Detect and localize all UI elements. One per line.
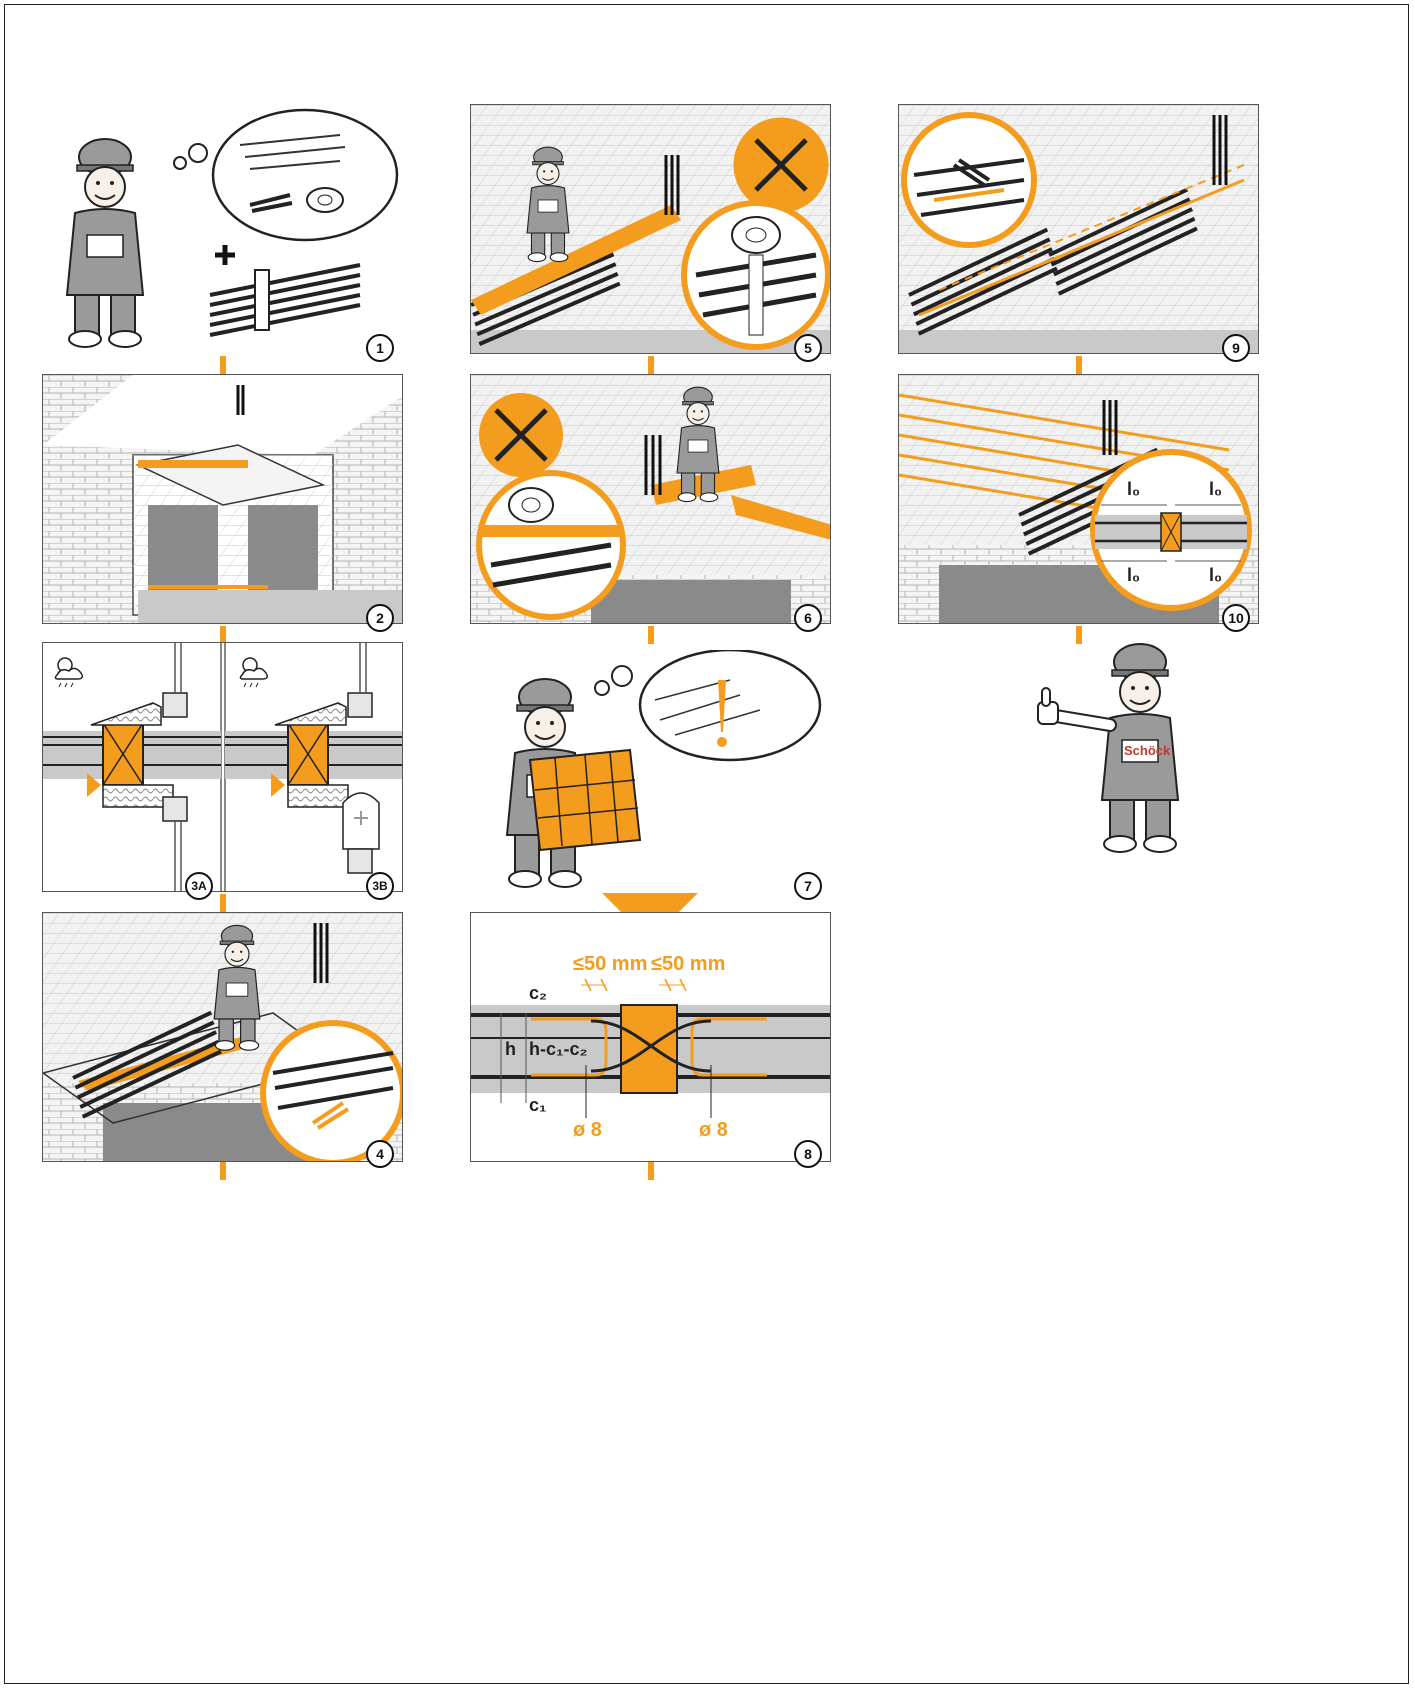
step7-illustration <box>490 650 835 895</box>
step-badge-8: 8 <box>794 1140 822 1168</box>
connector <box>1076 356 1082 374</box>
step-badge-10: 10 <box>1222 604 1250 632</box>
tape-icon <box>307 188 343 212</box>
connector <box>648 626 654 644</box>
step-badge-4: 4 <box>366 1140 394 1168</box>
cover-c2-label: c₂ <box>529 983 547 1004</box>
step-badge-1: 1 <box>366 334 394 362</box>
connector <box>220 356 226 374</box>
isokorb-strip <box>138 460 248 468</box>
step9-panel <box>898 104 1259 354</box>
step2-panel <box>42 374 403 624</box>
diameter-label-left: ø 8 <box>573 1119 602 1142</box>
l0-label-bottom-right: l₀ <box>1209 565 1222 586</box>
thought-bubble <box>213 110 397 240</box>
gap-label-left: ≤50 mm <box>573 953 647 976</box>
step-badge-3b: 3B <box>366 872 394 900</box>
tape-icon <box>732 217 780 253</box>
l0-label-top-right: l₀ <box>1209 479 1222 500</box>
inner-height-label: h-c₁-c₂ <box>529 1039 587 1060</box>
weather-icon <box>55 658 82 687</box>
step3-panel <box>42 642 403 892</box>
connector <box>220 1162 226 1180</box>
height-label: h <box>505 1039 516 1060</box>
l0-label-bottom-left: l₀ <box>1127 565 1140 586</box>
step-badge-5: 5 <box>794 334 822 362</box>
connector <box>648 1162 654 1180</box>
tape-icon <box>509 488 553 522</box>
step-badge-3a: 3A <box>185 872 213 900</box>
step6-panel <box>470 374 831 624</box>
plus-icon <box>215 245 235 265</box>
connector <box>648 356 654 374</box>
l0-label-top-left: l₀ <box>1127 479 1140 500</box>
step-badge-9: 9 <box>1222 334 1250 362</box>
gap-label-right: ≤50 mm <box>651 953 725 976</box>
step10-panel: l₀ l₀ l₀ l₀ <box>898 374 1259 624</box>
step-badge-6: 6 <box>794 604 822 632</box>
worker-figure <box>67 139 143 347</box>
step4-panel <box>42 912 403 1162</box>
step1-illustration <box>40 95 405 365</box>
plan-sheet <box>530 750 640 850</box>
step-badge-7: 7 <box>794 872 822 900</box>
thumbs-up-worker: Schöck <box>1030 640 1230 890</box>
connector <box>220 894 226 912</box>
logo: Schöck <box>1124 743 1170 758</box>
diameter-label-right: ø 8 <box>699 1119 728 1142</box>
thumbs-up-icon <box>1038 688 1110 725</box>
step8-panel: ≤50 mm ≤50 mm c₂ h h-c₁-c₂ c₁ ø 8 ø 8 <box>470 912 831 1162</box>
step5-panel <box>470 104 831 354</box>
cover-c1-label: c₁ <box>529 1095 546 1116</box>
step-badge-2: 2 <box>366 604 394 632</box>
